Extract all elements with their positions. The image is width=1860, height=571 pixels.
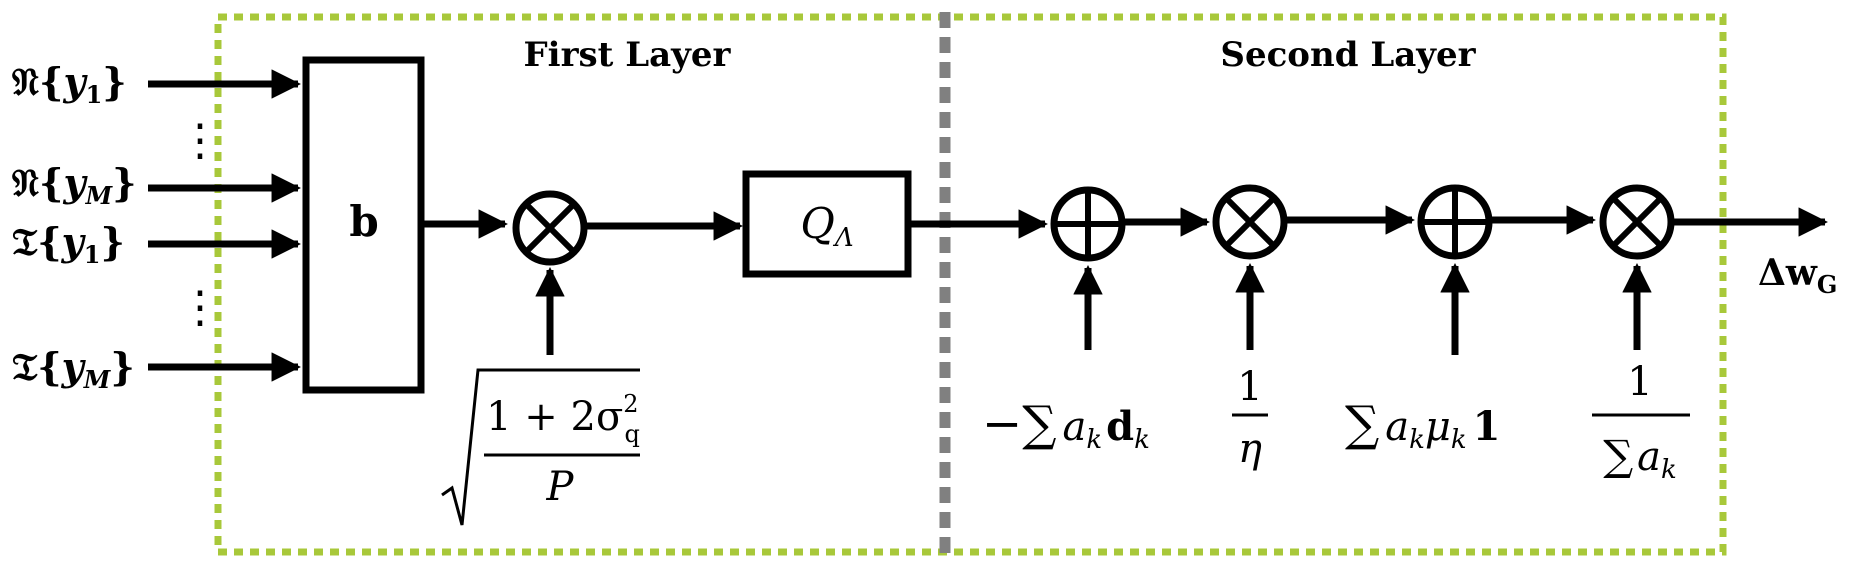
vdots-upper: ⋮ — [178, 115, 222, 166]
svg-text:η: η — [1238, 426, 1262, 472]
second-layer-title: Second Layer — [1220, 35, 1476, 75]
svg-text:𝔑{yM}: 𝔑{yM} — [12, 160, 137, 210]
multiplier-1 — [512, 190, 588, 266]
svg-text:𝔗{yM}: 𝔗{yM} — [12, 344, 135, 394]
input-re-yM: 𝔑{yM} — [12, 160, 137, 210]
one-over-eta: 1 η — [1232, 364, 1268, 472]
multiplier-2 — [1212, 184, 1288, 260]
one-over-sum-ak: 1 ∑ak — [1592, 359, 1690, 485]
b-block-label: b — [349, 197, 378, 246]
input-re-y1: 𝔑{y1} — [12, 59, 127, 109]
adder-2 — [1417, 184, 1493, 260]
b-block — [302, 56, 425, 394]
output-label: ΔwG — [1758, 252, 1837, 299]
svg-text:𝔗{y1}: 𝔗{y1} — [12, 219, 125, 269]
svg-text:1: 1 — [1237, 364, 1262, 410]
svg-text:∑ak: ∑ak — [1603, 431, 1677, 485]
vdots-lower: ⋮ — [178, 282, 222, 333]
layer-frame — [214, 13, 1727, 556]
multiplier-3 — [1599, 184, 1675, 260]
svg-text:𝔑{y1}: 𝔑{y1} — [12, 59, 127, 109]
input-im-y1: 𝔗{y1} — [12, 219, 125, 269]
svg-text:1: 1 — [1627, 359, 1652, 405]
adder-1 — [1050, 186, 1126, 262]
quantizer-label: QΛ — [800, 199, 853, 253]
input-im-yM: 𝔗{yM} — [12, 344, 135, 394]
svg-text:P: P — [546, 464, 575, 510]
first-layer-title: First Layer — [524, 35, 732, 75]
